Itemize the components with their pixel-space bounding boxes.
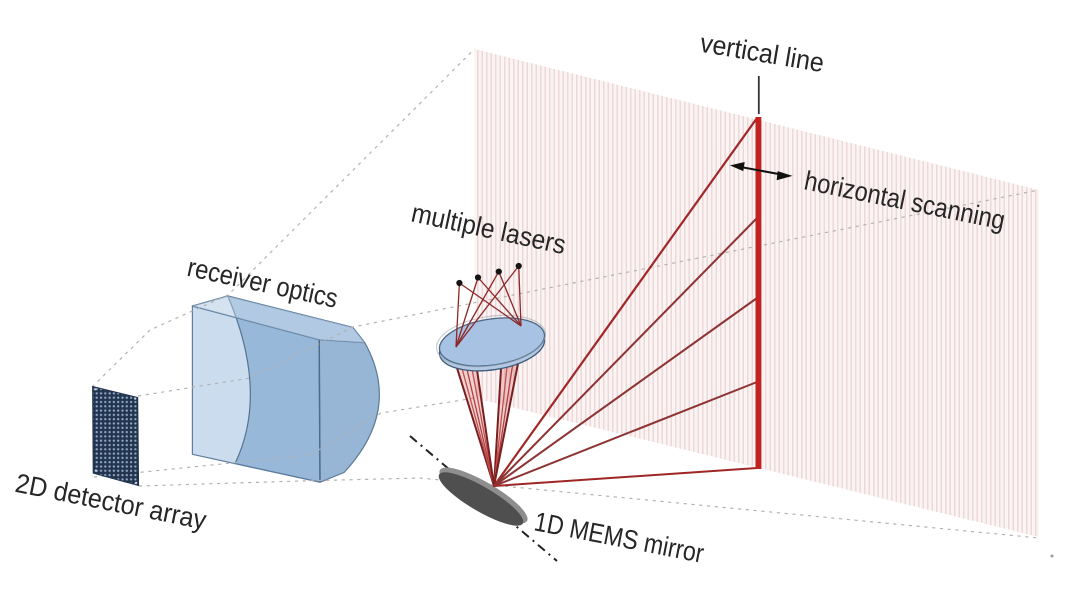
- svg-text:1D MEMS mirror: 1D MEMS mirror: [532, 506, 707, 568]
- svg-text:vertical line: vertical line: [698, 28, 826, 78]
